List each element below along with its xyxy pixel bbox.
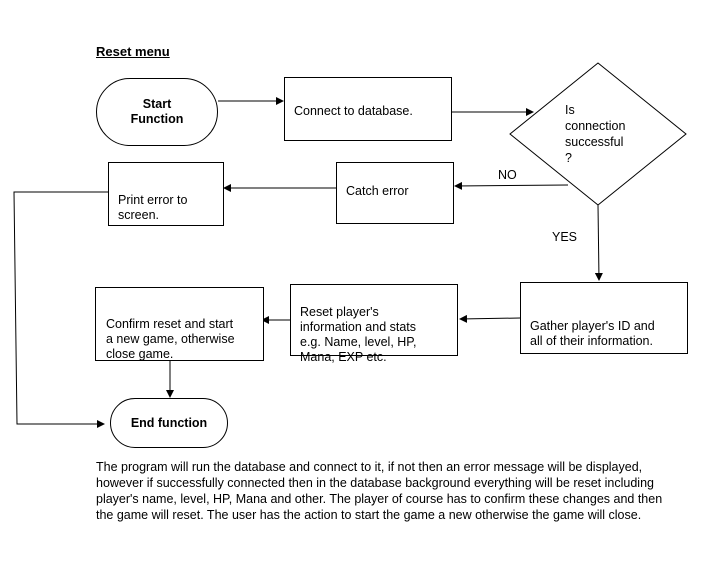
arrow-gather-to-reset	[459, 314, 521, 323]
catch-node: Catch error	[336, 162, 454, 224]
decision-diamond	[509, 62, 687, 206]
reset-node: Reset player's information and stats e.g…	[290, 284, 458, 364]
gather-node-label: Gather player's ID and all of their info…	[530, 319, 655, 348]
catch-node-label: Catch error	[346, 184, 409, 198]
decision-node-label: Is connection successful ?	[565, 103, 626, 165]
end-node: End function	[110, 398, 228, 448]
edge-label-yes: YES	[552, 230, 578, 244]
connect-node-label: Connect to database.	[294, 104, 413, 118]
print-node-label: Print error to screen.	[118, 193, 188, 222]
start-node-label: Start Function	[130, 97, 184, 126]
confirm-node-label: Confirm reset and start a new game, othe…	[106, 317, 235, 361]
connect-node: Connect to database.	[284, 77, 452, 141]
arrow-decision-to-gather	[594, 204, 603, 281]
end-node-label: End function	[130, 415, 208, 430]
arrow-print-to-end	[13, 191, 108, 428]
print-node: Print error to screen.	[108, 162, 224, 226]
edge-label-no: NO	[498, 168, 517, 182]
arrow-decision-to-catch	[454, 181, 569, 190]
reset-node-label: Reset player's information and stats e.g…	[300, 305, 417, 364]
gather-node: Gather player's ID and all of their info…	[520, 282, 688, 354]
diagram-title: Reset menu	[96, 44, 170, 59]
confirm-node: Confirm reset and start a new game, othe…	[95, 287, 264, 361]
start-node: Start Function	[96, 78, 218, 146]
description-text: The program will run the database and co…	[96, 460, 663, 522]
